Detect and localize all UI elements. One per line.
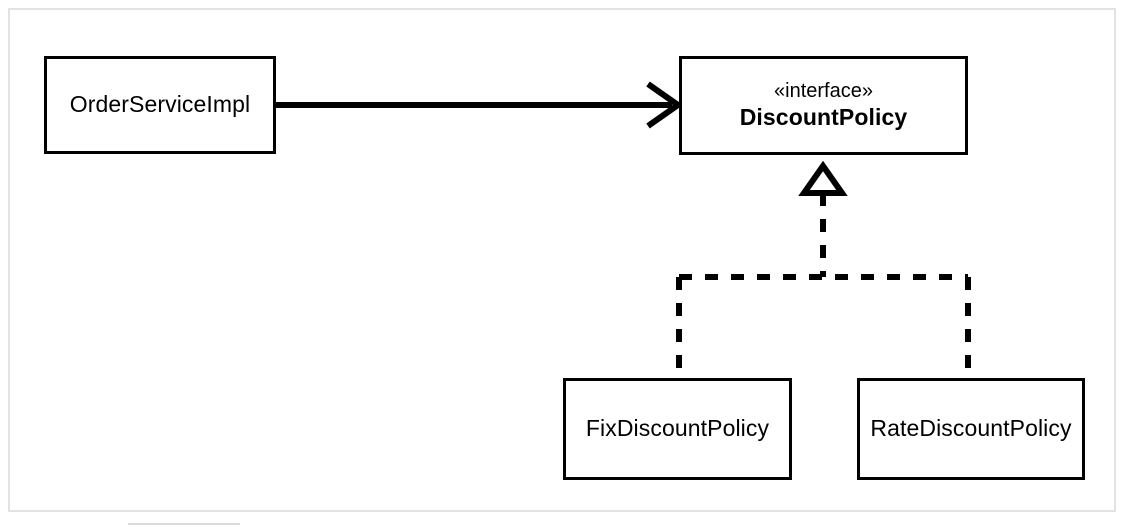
class-box-rate-discount-policy[interactable]: RateDiscountPolicy — [857, 378, 1085, 480]
class-name-order-service-impl: OrderServiceImpl — [69, 91, 251, 118]
class-name-fix-discount-policy: FixDiscountPolicy — [585, 415, 770, 442]
hollow-triangle-arrowhead-icon — [798, 160, 848, 196]
stereotype-interface: «interface» — [774, 80, 873, 103]
class-box-discount-policy[interactable]: «interface» DiscountPolicy — [679, 56, 968, 155]
open-arrowhead-icon — [646, 81, 684, 129]
realization-tree — [676, 160, 971, 378]
class-name-rate-discount-policy: RateDiscountPolicy — [870, 415, 1072, 442]
class-box-fix-discount-policy[interactable]: FixDiscountPolicy — [563, 378, 792, 480]
class-box-order-service-impl[interactable]: OrderServiceImpl — [44, 56, 276, 154]
class-name-discount-policy: DiscountPolicy — [739, 104, 908, 131]
association-order-to-discount — [276, 81, 684, 129]
cut-off-element-fragment — [128, 523, 240, 525]
